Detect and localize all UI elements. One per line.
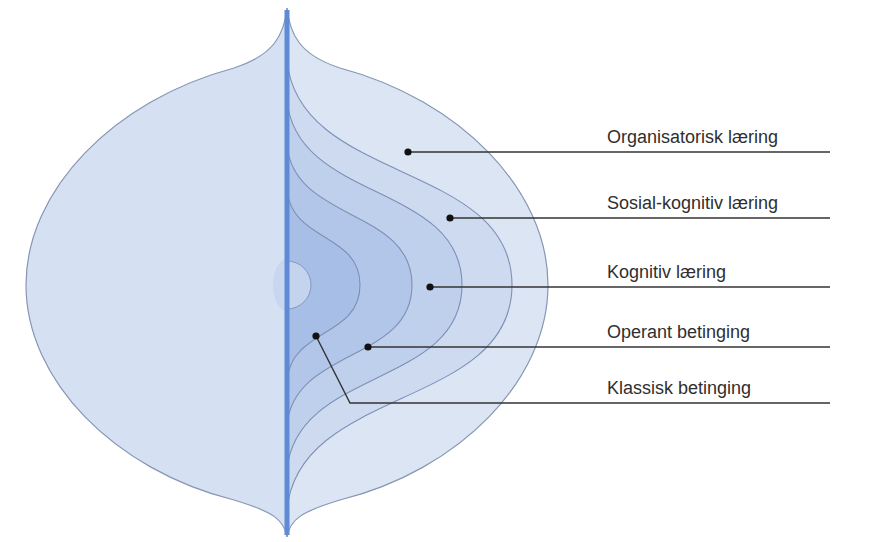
layer-label: Operant betinging (607, 322, 750, 343)
onion-layer-outer (287, 8, 548, 537)
layer-label: Kognitiv læring (607, 262, 726, 283)
layer-label: Organisatorisk læring (607, 127, 778, 148)
layer-label: Klassisk betinging (607, 378, 751, 399)
onion-layer-4 (287, 145, 412, 425)
leader-dot (364, 343, 371, 350)
onion-cut-line (285, 10, 290, 535)
onion-core (287, 261, 311, 309)
leader-line (450, 217, 830, 218)
onion-layer-3 (287, 100, 462, 470)
leader-dot (426, 283, 433, 290)
leader-dot (404, 148, 411, 155)
layer-label: Sosial-kognitiv læring (607, 193, 778, 214)
leader-dot (446, 214, 453, 221)
leader-dot (312, 332, 319, 339)
leader-line (316, 336, 830, 403)
leader-line (408, 151, 830, 152)
onion-left-half (26, 8, 287, 537)
leader-line (430, 286, 830, 287)
onion-layer-2 (287, 60, 512, 510)
leader-line (368, 346, 830, 347)
